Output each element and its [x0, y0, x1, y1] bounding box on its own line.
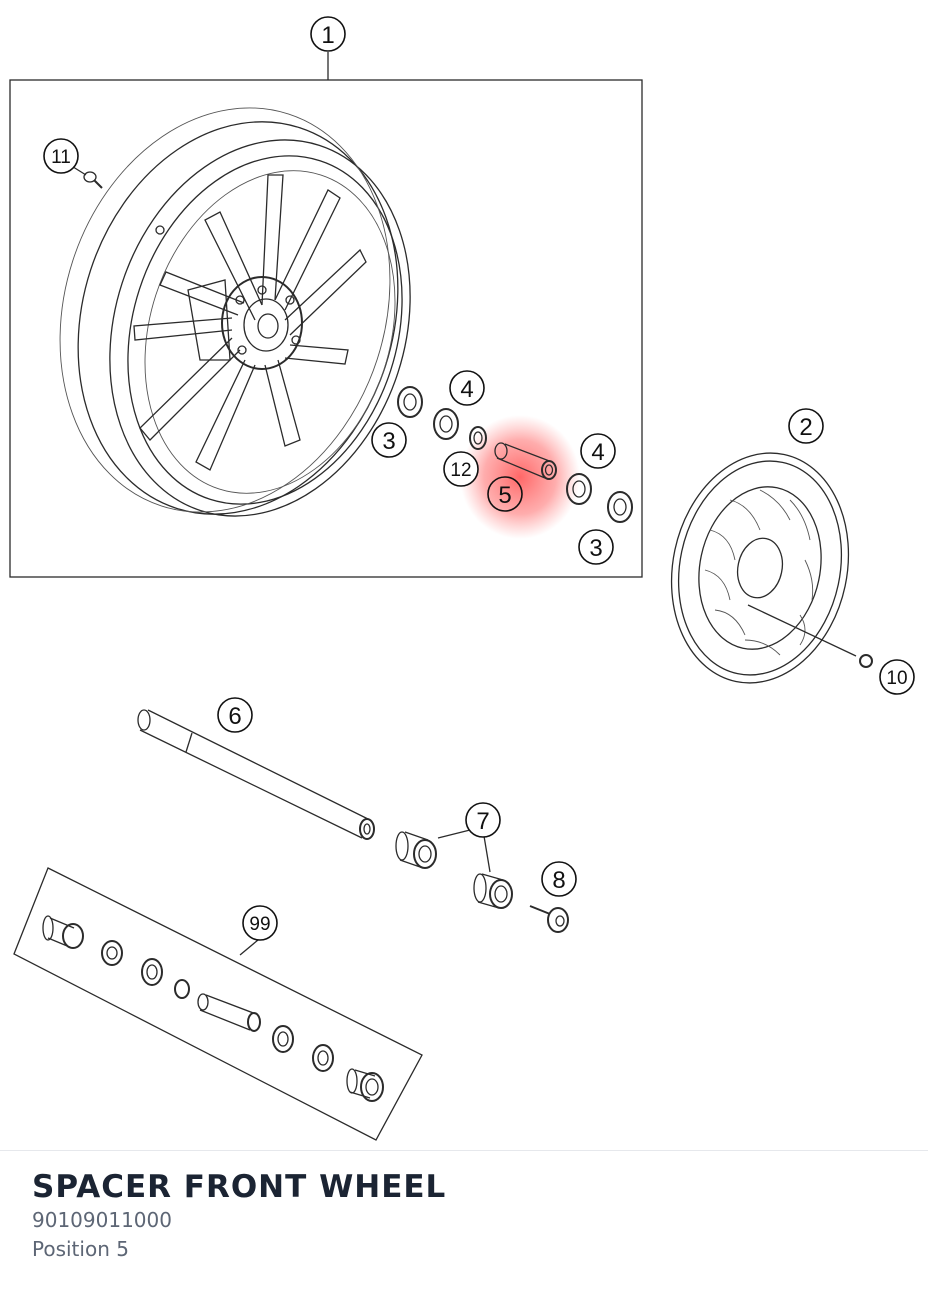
svg-text:2: 2	[799, 414, 812, 441]
callout-1[interactable]: 1	[310, 16, 346, 52]
svg-text:99: 99	[249, 914, 270, 935]
callout-99[interactable]: 99	[242, 905, 278, 941]
position-5-highlight	[460, 415, 580, 539]
spacer-5-drawing	[494, 442, 557, 480]
callout-7[interactable]: 7	[465, 802, 501, 838]
callout-3-left[interactable]: 3	[371, 422, 407, 458]
spacer-7-left-drawing	[395, 831, 437, 869]
kit-99-drawing	[13, 867, 423, 1141]
svg-text:5: 5	[498, 482, 511, 509]
bearing-3-right-drawing	[607, 491, 633, 523]
callout-4-left[interactable]: 4	[449, 370, 485, 406]
svg-text:4: 4	[460, 376, 473, 403]
bolt-11-drawing	[69, 164, 103, 189]
callout-4-right[interactable]: 4	[580, 433, 616, 469]
bearing-4-right-drawing	[566, 473, 592, 505]
svg-text:4: 4	[591, 439, 604, 466]
brake-disc-drawing	[670, 452, 873, 684]
wheel-assembly-frame	[9, 79, 643, 578]
front-wheel-drawing	[59, 107, 411, 517]
part-position: Position 5	[32, 1237, 129, 1261]
svg-text:3: 3	[382, 428, 395, 455]
bolt-8-drawing	[529, 905, 569, 933]
svg-text:3: 3	[589, 535, 602, 562]
part-number: 90109011000	[32, 1208, 172, 1232]
callout-12[interactable]: 12	[443, 451, 479, 487]
svg-text:1: 1	[321, 22, 334, 49]
ring-12-drawing	[469, 426, 487, 450]
callout-11[interactable]: 11	[43, 138, 79, 174]
callout-3-right[interactable]: 3	[578, 529, 614, 565]
exploded-parts-diagram: 1 11 4 3 12 5 4 3 2 10 6 7	[9, 16, 915, 1141]
bearing-3-left-drawing	[397, 386, 423, 418]
part-name: SPACER FRONT WHEEL	[32, 1169, 447, 1205]
svg-text:8: 8	[552, 867, 565, 894]
callout-8[interactable]: 8	[541, 861, 577, 897]
info-divider	[0, 1150, 928, 1151]
callout-6[interactable]: 6	[217, 697, 253, 733]
svg-text:12: 12	[450, 460, 471, 481]
callout-2[interactable]: 2	[788, 408, 824, 444]
bearing-4-left-drawing	[433, 408, 459, 440]
callout-5[interactable]: 5	[487, 476, 523, 512]
axle-6-drawing	[137, 709, 375, 840]
svg-text:10: 10	[886, 668, 907, 689]
part-info-panel: SPACER FRONT WHEEL 90109011000 Position …	[32, 1168, 446, 1264]
callout-10[interactable]: 10	[879, 659, 915, 695]
svg-text:7: 7	[476, 808, 489, 835]
spacer-7-right-drawing	[473, 873, 513, 909]
svg-text:6: 6	[228, 703, 241, 730]
svg-text:11: 11	[51, 147, 71, 168]
